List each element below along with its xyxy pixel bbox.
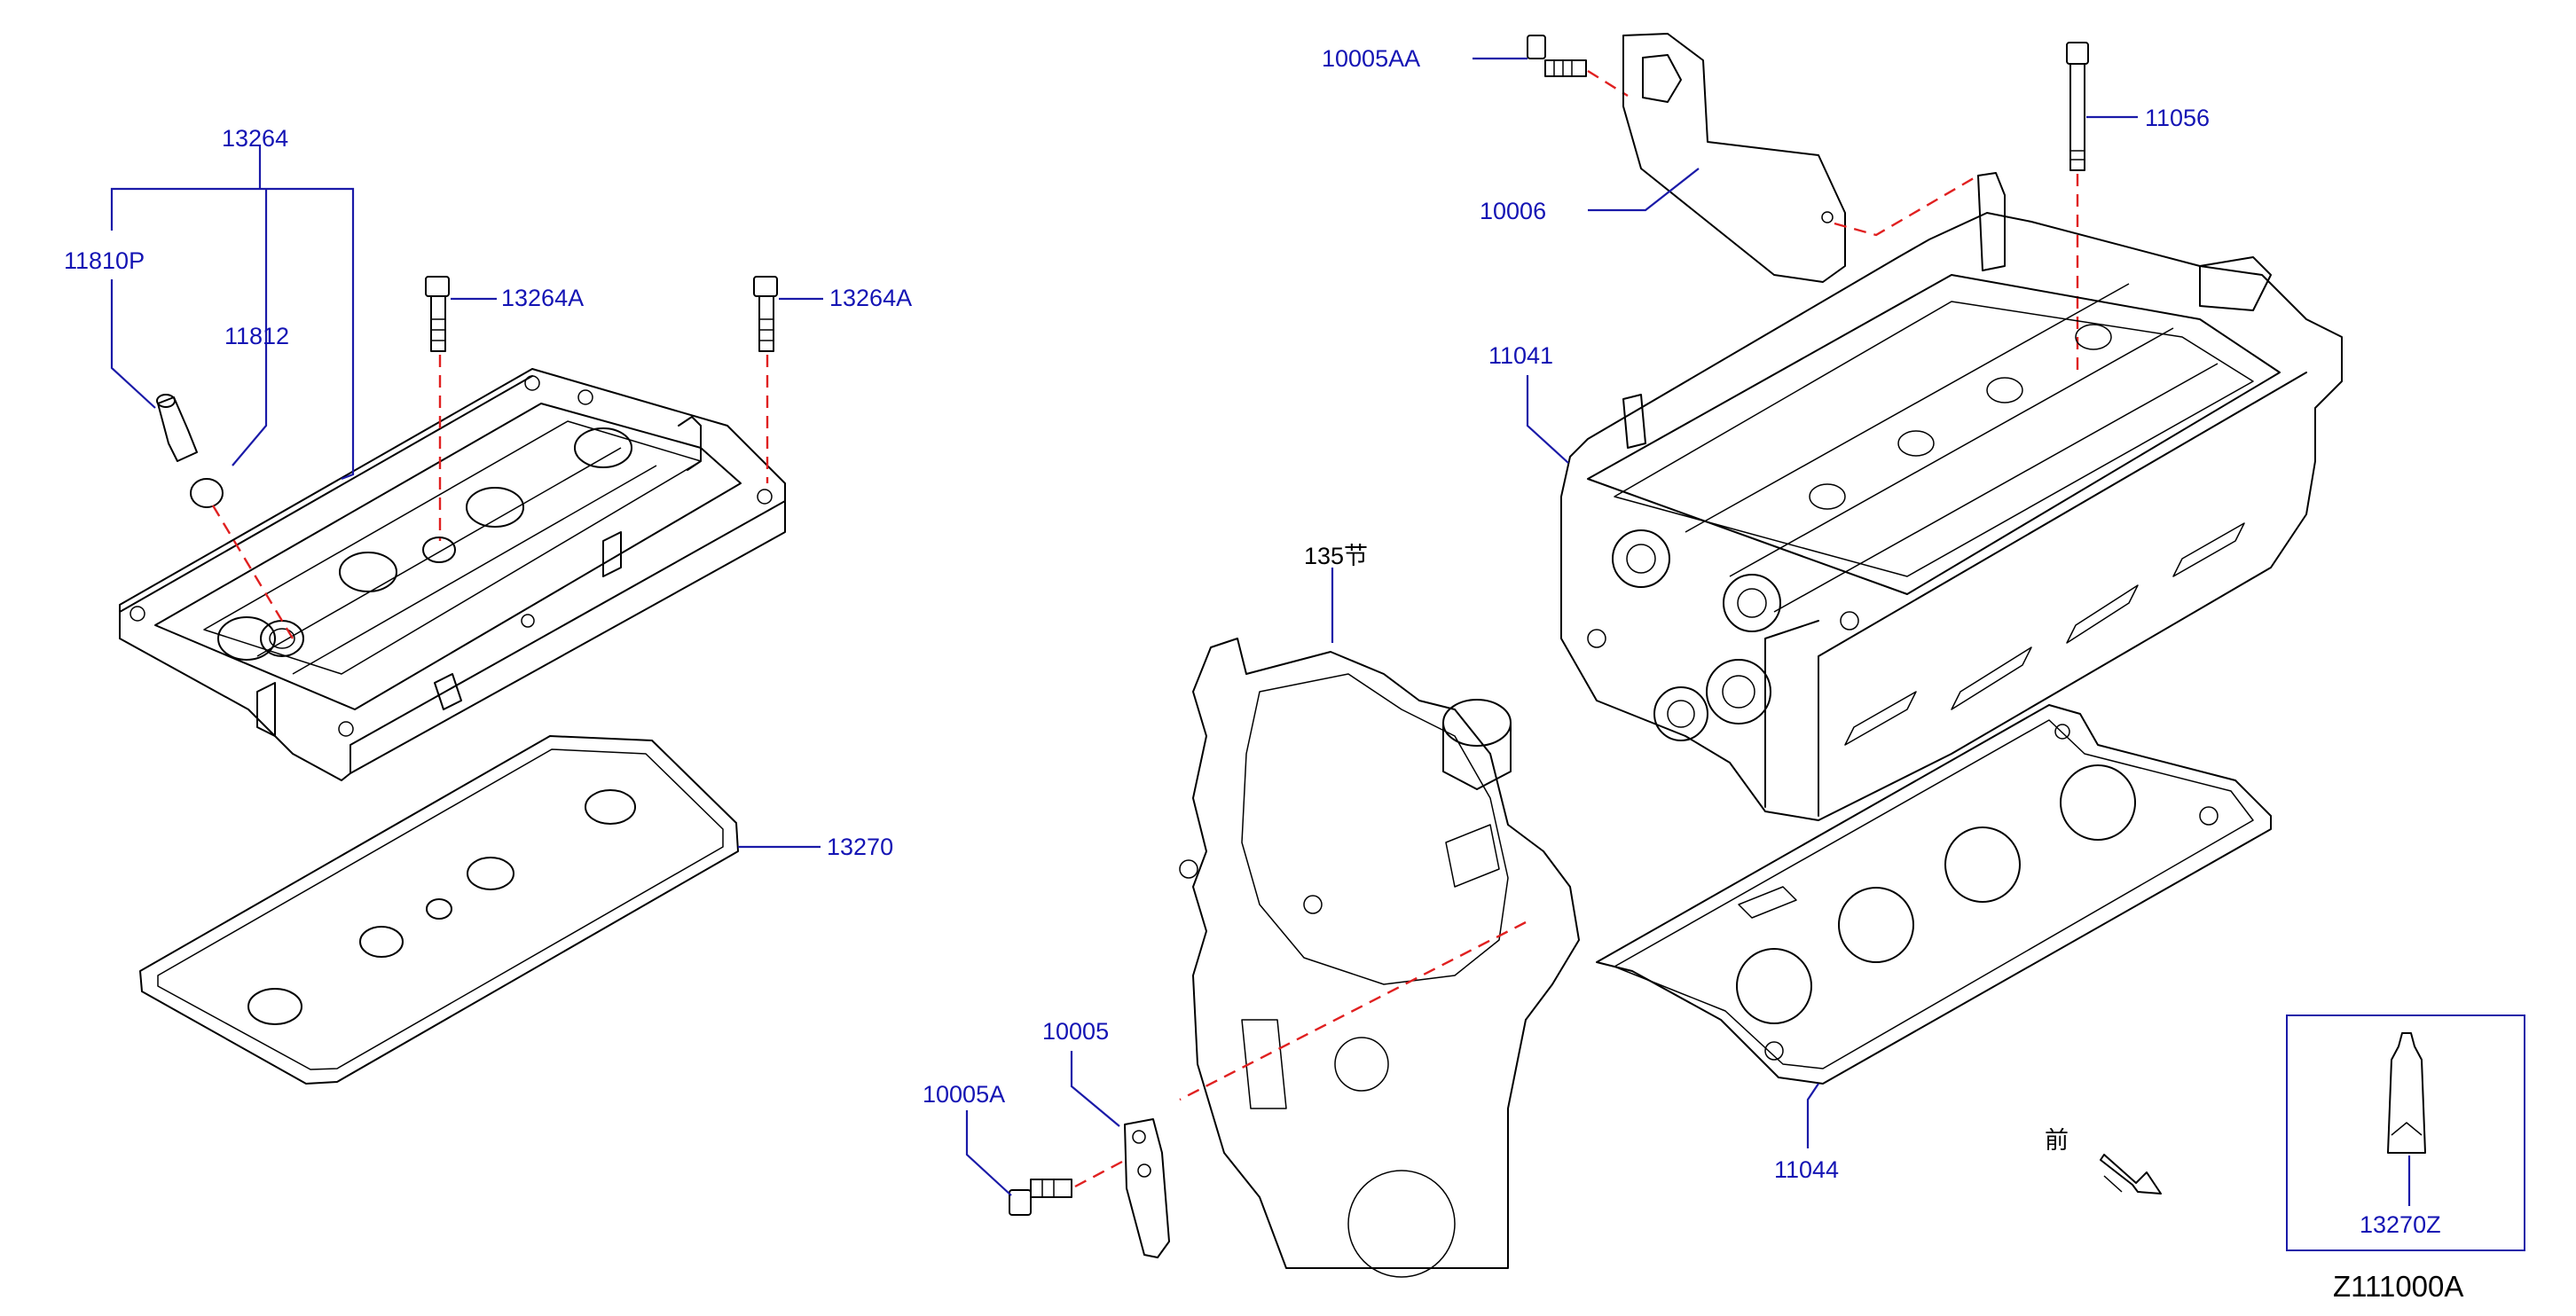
inset-box (2286, 1014, 2525, 1251)
label-11810P: 11810P (64, 247, 145, 274)
head-gasket-drawing (1596, 704, 2272, 1085)
label-13270Z: 13270Z (2360, 1211, 2441, 1238)
timing-cover-drawing (1179, 638, 1580, 1278)
rocker-cover-drawing (119, 368, 786, 781)
label-13264A-left: 13264A (501, 285, 584, 311)
cylinder-head-drawing (1560, 172, 2343, 821)
label-11044: 11044 (1774, 1156, 1839, 1183)
front-arrow-icon (2100, 1154, 2162, 1195)
label-10005AA: 10005AA (1322, 45, 1420, 72)
label-10005A: 10005A (923, 1081, 1005, 1108)
rocker-cover-gasket-drawing (139, 735, 739, 1085)
label-11041: 11041 (1488, 342, 1553, 369)
label-13264: 13264 (222, 125, 288, 152)
bracket-10005-drawing (1124, 1118, 1170, 1258)
label-13264A-right: 13264A (829, 285, 912, 311)
diagram-code: Z111000A (2333, 1270, 2463, 1303)
bolt-10005A (1009, 1179, 1072, 1216)
label-11056: 11056 (2145, 105, 2210, 131)
label-10005: 10005 (1042, 1018, 1109, 1045)
label-13270: 13270 (827, 834, 893, 860)
pcv-valve-drawing (156, 394, 224, 508)
front-marker-label: 前 (2045, 1127, 2069, 1154)
leader-lines (110, 57, 2411, 1206)
bolt-13264A-right (753, 276, 778, 352)
sealant-tube-drawing (2387, 1032, 2426, 1154)
bracket-10006-drawing (1622, 33, 1846, 283)
label-10006: 10006 (1480, 198, 1546, 224)
label-135: 135节 (1304, 543, 1368, 569)
bolt-13264A-left (425, 276, 450, 352)
bolt-10005AA (1527, 35, 1587, 77)
label-11812: 11812 (224, 323, 289, 349)
bolt-11056 (2066, 42, 2089, 171)
